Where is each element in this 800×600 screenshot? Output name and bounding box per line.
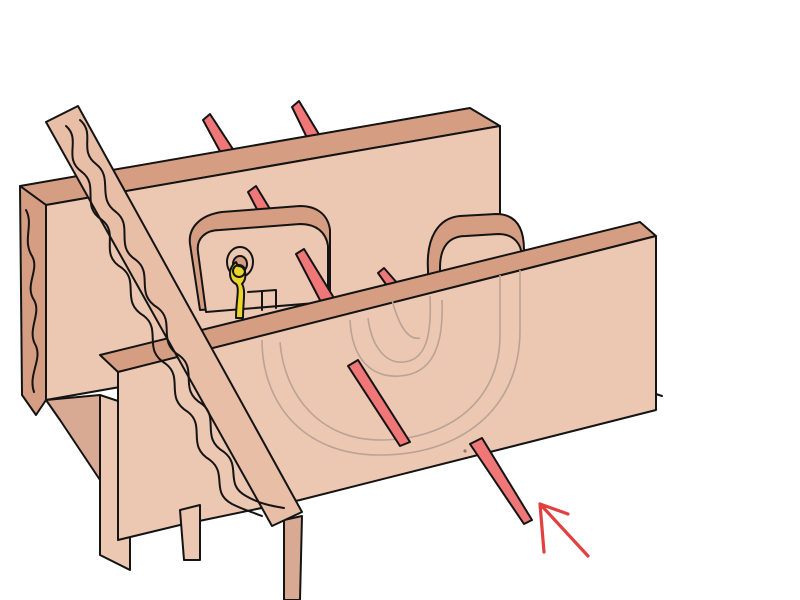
peg-front-exit — [469, 437, 533, 525]
eye-hook — [229, 261, 247, 319]
left-end-panel — [19, 185, 131, 571]
hidden-u-channel — [261, 270, 521, 456]
diagonal-brace — [45, 105, 303, 527]
peg-front-mid — [347, 359, 411, 447]
pivot-block — [188, 185, 331, 313]
arrow-up-left-icon — [538, 502, 590, 558]
